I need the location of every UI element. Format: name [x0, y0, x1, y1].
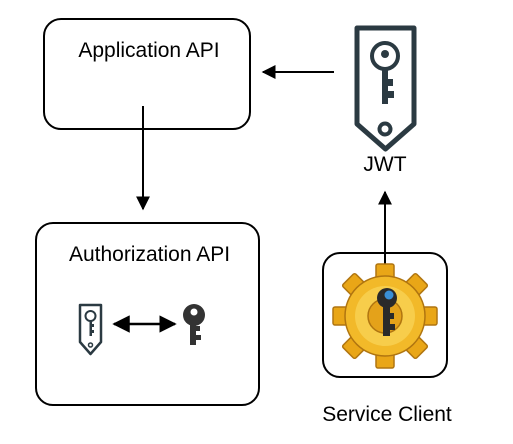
jwt-tag-key-icon	[354, 25, 417, 152]
application-api-node: Application API	[43, 18, 251, 130]
authorization-api-label: Authorization API	[68, 243, 231, 266]
jwt-label: JWT	[363, 153, 407, 176]
application-api-label: Application API	[78, 39, 220, 62]
authorization-api-node: Authorization API	[35, 222, 260, 406]
service-client-label: Service Client	[322, 403, 452, 426]
gear-key-icon	[332, 263, 438, 369]
small-tag-key-icon	[78, 303, 103, 356]
key-icon	[183, 304, 205, 345]
